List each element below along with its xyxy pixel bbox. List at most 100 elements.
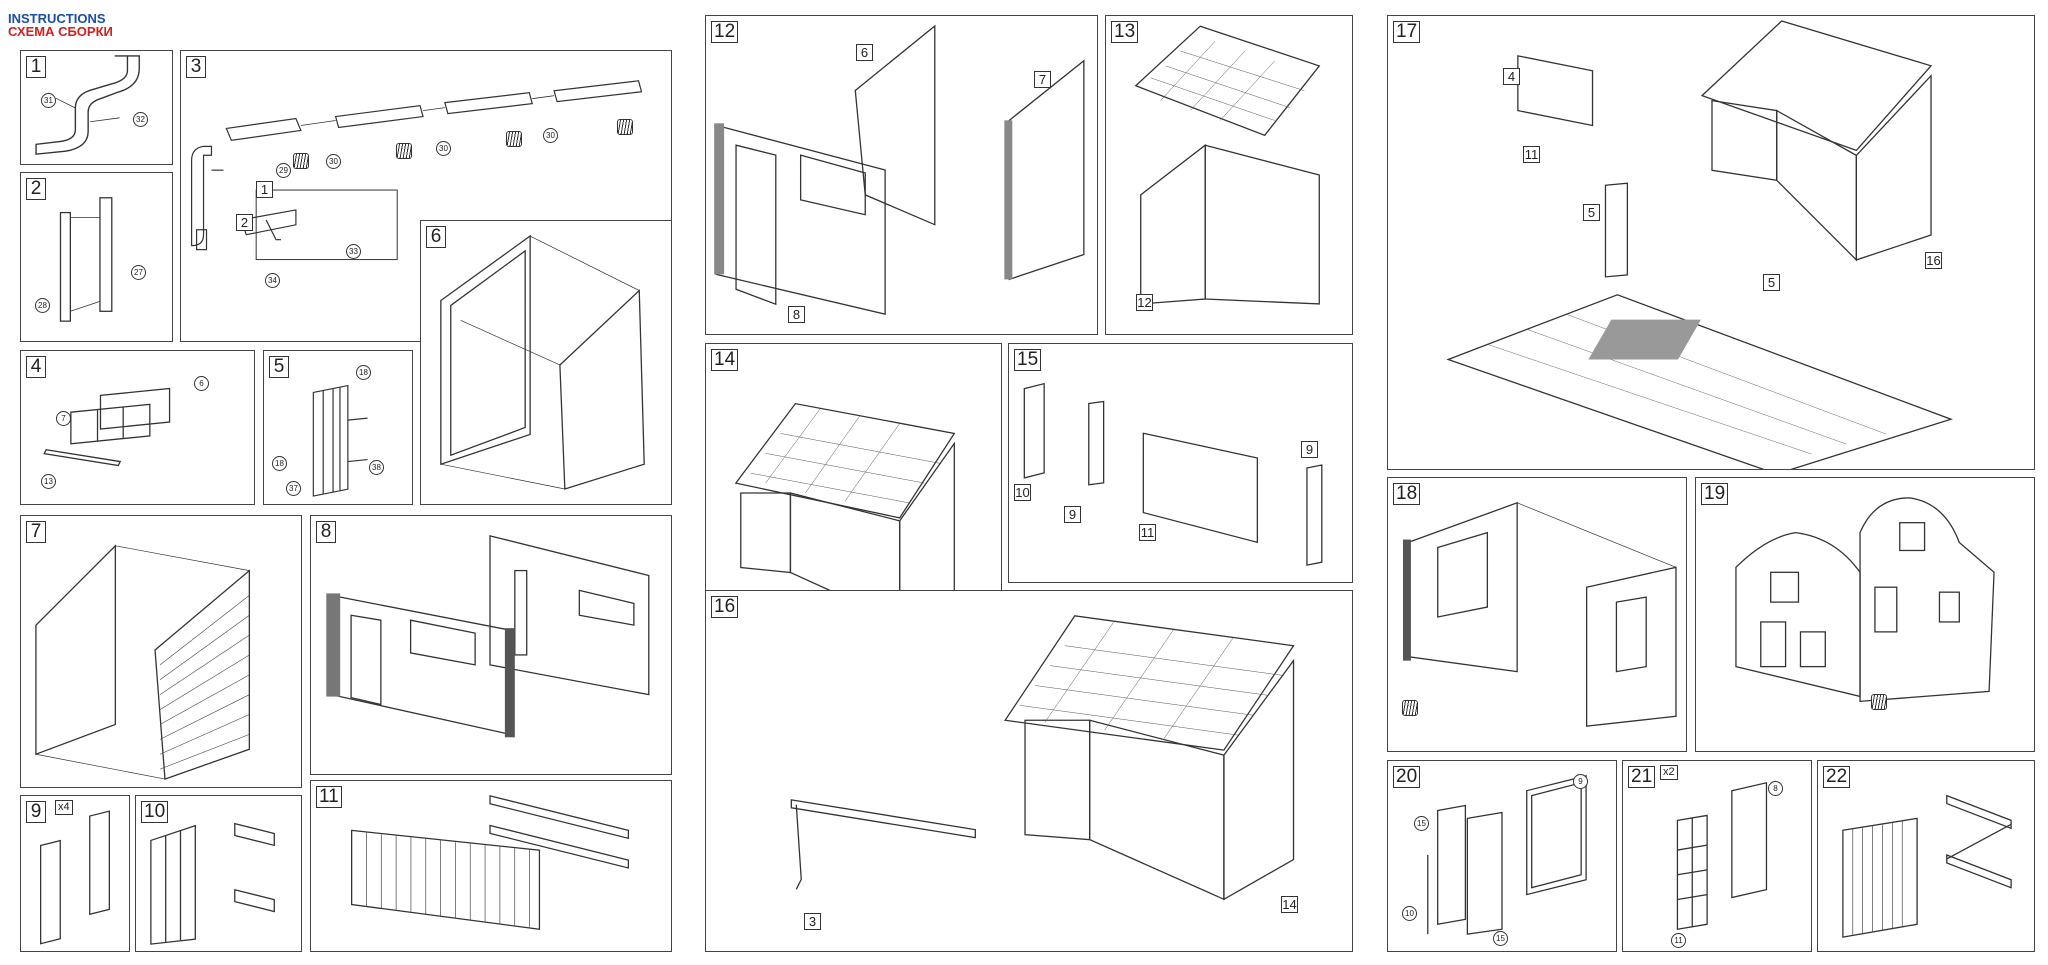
part-callout: 15 <box>1493 931 1508 946</box>
step-6-drawing <box>440 234 645 490</box>
part-callout: 30 <box>543 128 558 143</box>
part-callout: 11 <box>1671 933 1686 948</box>
step-18-panel: 18 <box>1387 477 1687 752</box>
part-callout: 16 <box>1925 252 1942 269</box>
step-number: 16 <box>711 596 739 618</box>
part-callout: 37 <box>286 481 301 496</box>
step-number: 5 <box>269 356 289 378</box>
brand-header: INSTRUCTIONS СХЕМА СБОРКИ <box>8 10 113 40</box>
part-callout: 31 <box>41 93 56 108</box>
step-20-panel: 20 15 15 10 9 <box>1387 760 1617 952</box>
part-callout: 5 <box>1763 274 1780 291</box>
step-15-drawing <box>1023 382 1323 566</box>
step-13-drawing <box>1134 25 1321 305</box>
step-15-panel: 15 10 9 11 9 <box>1008 343 1353 583</box>
paint-swatch-icon <box>1402 700 1418 716</box>
paint-swatch-icon <box>617 119 633 135</box>
step-4-panel: 4 6 7 13 <box>20 350 255 505</box>
part-callout: 33 <box>346 244 361 259</box>
part-callout: 9 <box>1573 774 1588 789</box>
step-19-panel: 19 <box>1695 477 2035 752</box>
part-callout: 8 <box>788 306 805 323</box>
part-callout: 6 <box>856 44 873 61</box>
part-callout: 10 <box>1402 906 1417 921</box>
part-callout: 1 <box>256 181 273 198</box>
step-number: 13 <box>1111 21 1139 43</box>
paint-swatch-icon <box>293 153 309 169</box>
part-callout: 11 <box>1139 524 1156 541</box>
part-callout: 5 <box>1583 204 1600 221</box>
step-17-drawing <box>1446 20 1953 469</box>
part-callout: 10 <box>1014 484 1031 501</box>
step-number: 18 <box>1393 483 1421 505</box>
step-number: 15 <box>1014 349 1042 371</box>
step-number: 4 <box>26 356 46 378</box>
part-callout: 4 <box>1503 68 1520 85</box>
paint-swatch-icon <box>396 143 412 159</box>
part-callout: 30 <box>326 154 341 169</box>
step-number: 6 <box>426 226 446 248</box>
step-11-panel: 11 <box>310 780 672 952</box>
step-8-panel: 8 <box>310 515 672 775</box>
step-12-drawing <box>714 24 1085 315</box>
step-10-drawing <box>150 822 275 945</box>
part-callout: 9 <box>1064 506 1081 523</box>
part-callout: 7 <box>1034 71 1051 88</box>
step-number: 10 <box>141 801 169 823</box>
part-callout: 11 <box>1523 146 1540 163</box>
part-callout: 18 <box>356 365 371 380</box>
step-19-drawing <box>1735 497 1995 703</box>
step-21-panel: 21 x2 8 11 <box>1622 760 1812 952</box>
step-number: 21 <box>1628 766 1656 788</box>
part-callout: 2 <box>236 214 253 231</box>
part-callout: 29 <box>276 163 291 178</box>
step-13-panel: 13 12 <box>1105 15 1353 335</box>
step-14-drawing <box>734 402 956 624</box>
step-1-panel: 1 31 32 <box>20 50 173 165</box>
step-number: 1 <box>26 56 46 78</box>
step-2-drawing <box>59 197 113 322</box>
step-7-drawing <box>35 544 250 780</box>
step-16-drawing <box>790 615 1295 901</box>
step-5-panel: 5 18 18 37 38 <box>263 350 413 505</box>
paint-swatch-icon <box>1871 694 1887 710</box>
step-6-panel: 6 <box>420 220 672 505</box>
part-callout: 34 <box>265 273 280 288</box>
part-callout: 38 <box>369 460 384 475</box>
step-22-panel: 22 <box>1817 760 2035 952</box>
step-11-drawing <box>350 795 630 930</box>
step-12-panel: 12 6 7 8 <box>705 15 1098 335</box>
step-2-panel: 2 28 27 <box>20 172 173 342</box>
part-callout: 12 <box>1136 294 1153 311</box>
step-number: 7 <box>26 521 46 543</box>
part-callout: 3 <box>804 913 821 930</box>
step-number: 11 <box>316 786 342 808</box>
brand-line-1: INSTRUCTIONS <box>8 11 106 26</box>
paint-swatch-icon <box>506 131 522 147</box>
step-4-drawing <box>43 387 171 467</box>
step-5-drawing <box>312 384 368 497</box>
step-16-panel: 16 3 14 <box>705 590 1353 952</box>
step-number: 17 <box>1393 21 1421 43</box>
part-callout: 6 <box>194 376 209 391</box>
part-callout: 13 <box>41 474 56 489</box>
step-number: 12 <box>711 21 739 43</box>
step-number: 22 <box>1823 766 1851 788</box>
part-callout: 14 <box>1281 896 1298 913</box>
brand-line-2: СХЕМА СБОРКИ <box>8 24 113 39</box>
step-number: 3 <box>186 56 206 78</box>
brand-logo: INSTRUCTIONS СХЕМА СБОРКИ <box>8 12 113 38</box>
step-1-drawing <box>35 55 140 155</box>
step-8-drawing <box>326 535 650 738</box>
step-17-panel: 17 4 11 5 5 16 <box>1387 15 2035 470</box>
step-18-drawing <box>1402 501 1677 727</box>
part-callout: 30 <box>436 141 451 156</box>
step-7-panel: 7 <box>20 515 302 788</box>
step-9-drawing <box>39 810 111 945</box>
step-number: 8 <box>316 521 336 543</box>
part-callout: 18 <box>272 456 287 471</box>
step-10-panel: 10 <box>135 795 302 952</box>
step-21-drawing <box>1676 781 1768 930</box>
part-callout: 27 <box>131 265 146 280</box>
part-callout: 28 <box>35 298 50 313</box>
